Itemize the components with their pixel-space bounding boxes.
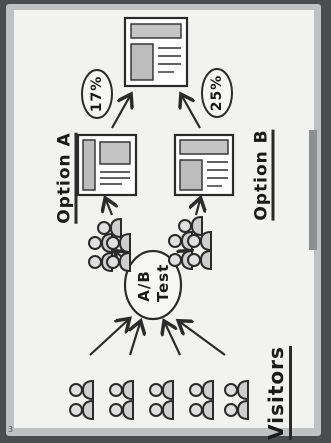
result-arrows xyxy=(111,96,201,129)
ab-test-ellipse xyxy=(123,249,183,321)
marker-tray xyxy=(309,130,317,250)
visitor-arrows xyxy=(89,320,226,356)
option-a-conversion-rate: 17% xyxy=(89,75,105,113)
option-b-conversion-ellipse xyxy=(201,68,233,118)
option-b-conversion-rate: 25% xyxy=(209,74,225,112)
option-b-page xyxy=(173,133,235,197)
option-a-label: Option A xyxy=(54,132,78,224)
option-a-conversion-ellipse xyxy=(81,69,113,119)
option-a-page xyxy=(76,133,138,197)
ab-test-label-line1: A/B xyxy=(135,270,153,302)
option-b-label: Option B xyxy=(251,129,275,221)
visitors-label: Visitors xyxy=(264,346,292,440)
corner-mark: 3 xyxy=(8,425,14,434)
ab-test-label-line2: Test xyxy=(154,263,172,303)
group-arrows xyxy=(106,200,200,216)
winning-page xyxy=(123,16,189,88)
